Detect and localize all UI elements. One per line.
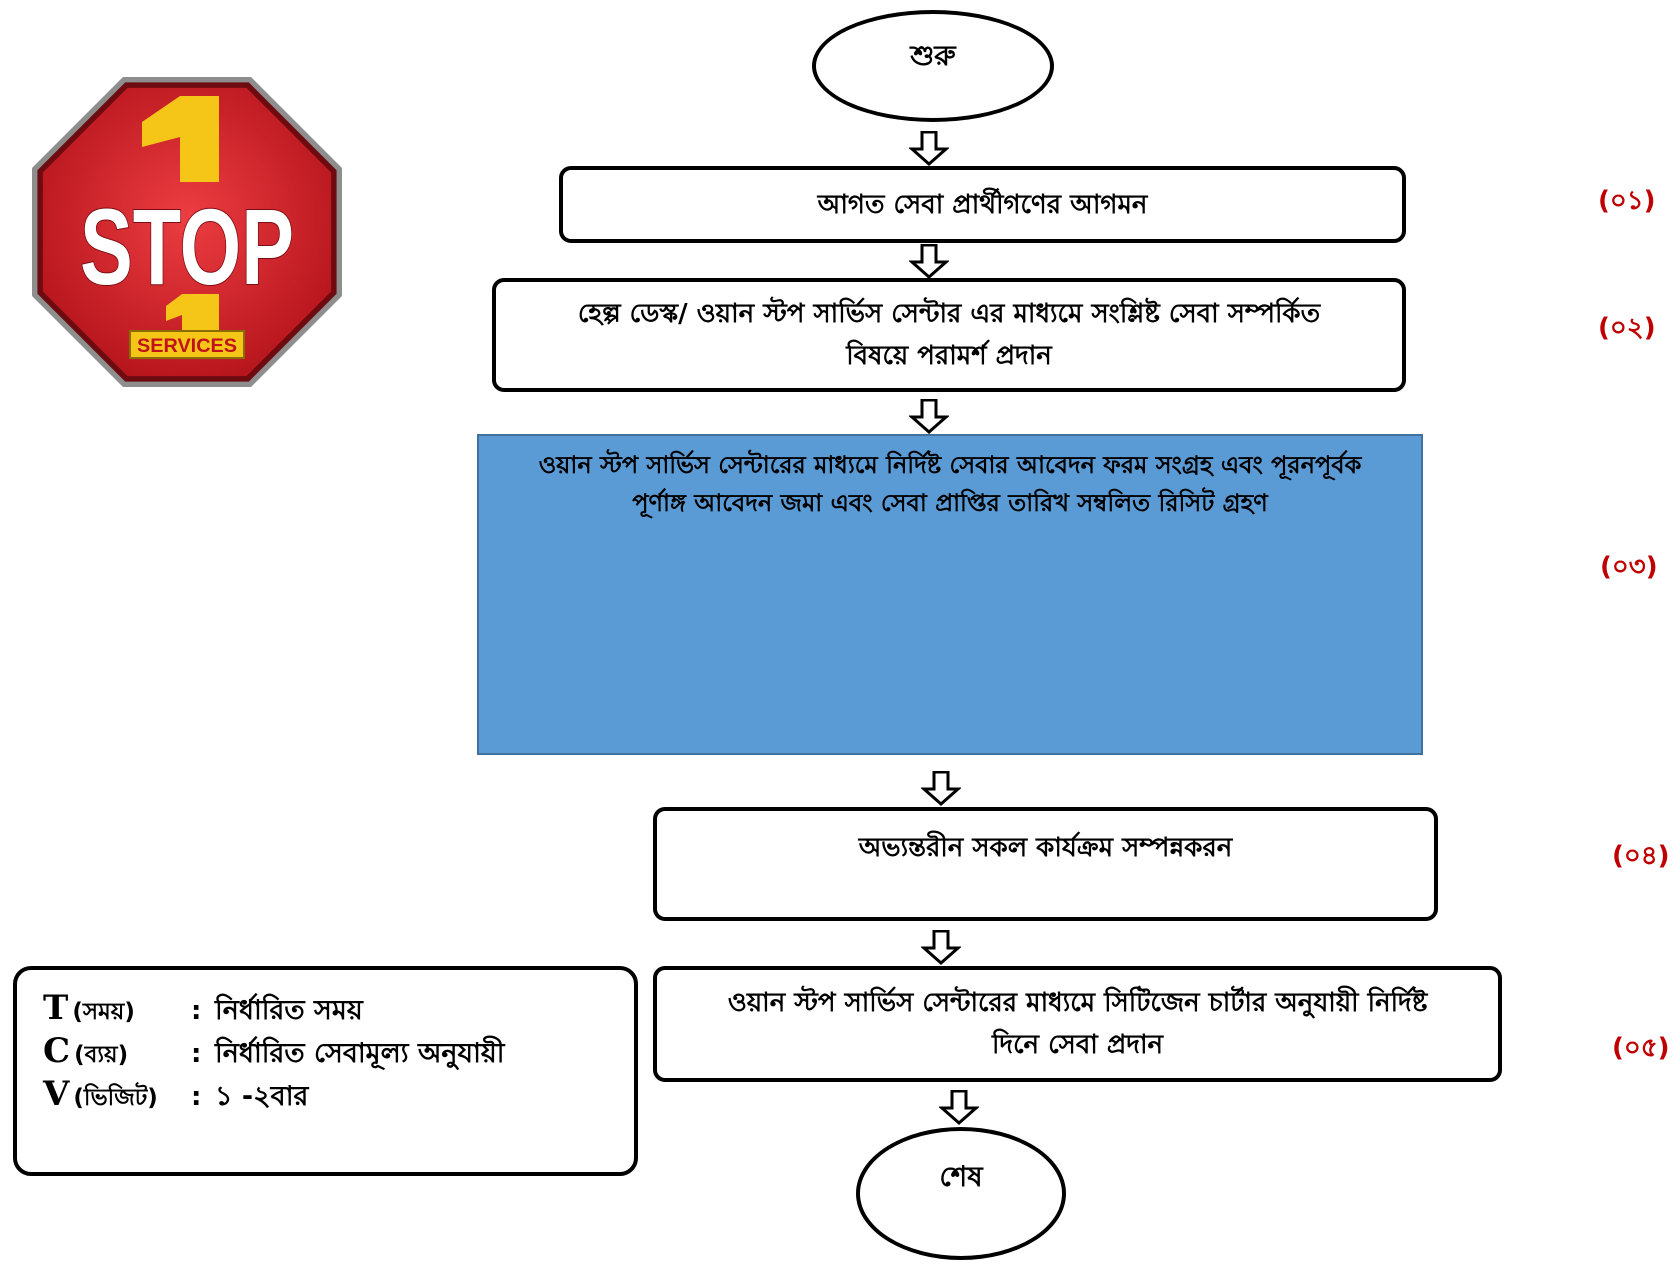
legend-key-label: (ভিজিট) bbox=[73, 1085, 158, 1111]
step-05-text-line-1: ওয়ান স্টপ সার্ভিস সেন্টারের মাধ্যমে সিট… bbox=[727, 988, 1428, 1018]
legend-key-label: (সময়) bbox=[72, 999, 135, 1025]
step-04-text: অভ্যন্তরীন সকল কার্যক্রম সম্পন্নকরন bbox=[858, 833, 1233, 863]
legend-row-cost: C(ব্যয়) : নির্ধারিত সেবামূল্য অনুযায়ী bbox=[17, 1031, 634, 1074]
legend-key: T bbox=[43, 988, 69, 1028]
logo-bottom-numeral bbox=[166, 294, 219, 332]
legend-separator: : bbox=[191, 1082, 202, 1112]
step-01-text: আগত সেবা প্রার্থীগণের আগমন bbox=[817, 189, 1148, 220]
legend-key: V bbox=[43, 1074, 70, 1114]
logo-stop-text: STOP bbox=[80, 186, 294, 307]
flow-start-label: শুরু bbox=[910, 38, 956, 72]
flow-arrow bbox=[939, 1090, 979, 1125]
legend-value: নির্ধারিত সেবামূল্য অনুযায়ী bbox=[215, 1038, 505, 1069]
flow-arrow bbox=[921, 771, 961, 806]
legend-key: C bbox=[43, 1031, 71, 1071]
flow-start-node: শুরু bbox=[812, 10, 1054, 122]
legend-value: ১ -২বার bbox=[215, 1081, 309, 1112]
step-05-number: (০৫) bbox=[1612, 1033, 1670, 1063]
legend-separator: : bbox=[191, 1039, 202, 1069]
step-04-number: (০৪) bbox=[1612, 841, 1670, 871]
step-01-number: (০১) bbox=[1598, 186, 1656, 216]
flow-end-node: শেষ bbox=[856, 1127, 1066, 1260]
legend-row-time: T(সময়) : নির্ধারিত সময় bbox=[17, 988, 634, 1031]
legend-separator: : bbox=[191, 996, 202, 1026]
one-stop-services-logo: STOP SERVICES bbox=[32, 77, 342, 387]
flow-arrow bbox=[909, 131, 949, 166]
legend-key-label: (ব্যয়) bbox=[74, 1042, 129, 1068]
step-05-box: ওয়ান স্টপ সার্ভিস সেন্টারের মাধ্যমে সিট… bbox=[653, 966, 1502, 1082]
legend-value: নির্ধারিত সময় bbox=[215, 995, 363, 1026]
step-02-text-line-1: হেল্প ডেস্ক/ ওয়ান স্টপ সার্ভিস সেন্টার … bbox=[577, 299, 1321, 329]
logo-tagline: SERVICES bbox=[137, 336, 237, 357]
logo-top-numeral bbox=[142, 96, 219, 182]
step-02-text-line-2: বিষয়ে পরামর্শ প্রদান bbox=[846, 341, 1052, 371]
tcv-legend: T(সময়) : নির্ধারিত সময় C(ব্যয়) : নির্… bbox=[13, 966, 638, 1176]
step-04-box: অভ্যন্তরীন সকল কার্যক্রম সম্পন্নকরন bbox=[653, 807, 1438, 921]
step-03-text-line-2: পূর্ণাঙ্গ আবেদন জমা এবং সেবা প্রাপ্তির ত… bbox=[632, 489, 1268, 517]
flow-arrow bbox=[909, 399, 949, 434]
step-01-box: আগত সেবা প্রার্থীগণের আগমন bbox=[559, 166, 1406, 243]
step-02-box: হেল্প ডেস্ক/ ওয়ান স্টপ সার্ভিস সেন্টার … bbox=[492, 278, 1406, 392]
step-03-number: (০৩) bbox=[1600, 552, 1658, 582]
flow-arrow bbox=[909, 244, 949, 279]
flow-end-label: শেষ bbox=[939, 1160, 983, 1193]
legend-row-visit: V(ভিজিট) : ১ -২বার bbox=[17, 1074, 634, 1117]
step-03-text-line-1: ওয়ান স্টপ সার্ভিস সেন্টারের মাধ্যমে নির… bbox=[538, 451, 1362, 479]
step-02-number: (০২) bbox=[1598, 313, 1656, 343]
step-05-text-line-2: দিনে সেবা প্রদান bbox=[991, 1030, 1164, 1060]
step-03-box: ওয়ান স্টপ সার্ভিস সেন্টারের মাধ্যমে নির… bbox=[477, 434, 1423, 755]
flow-arrow bbox=[921, 930, 961, 965]
